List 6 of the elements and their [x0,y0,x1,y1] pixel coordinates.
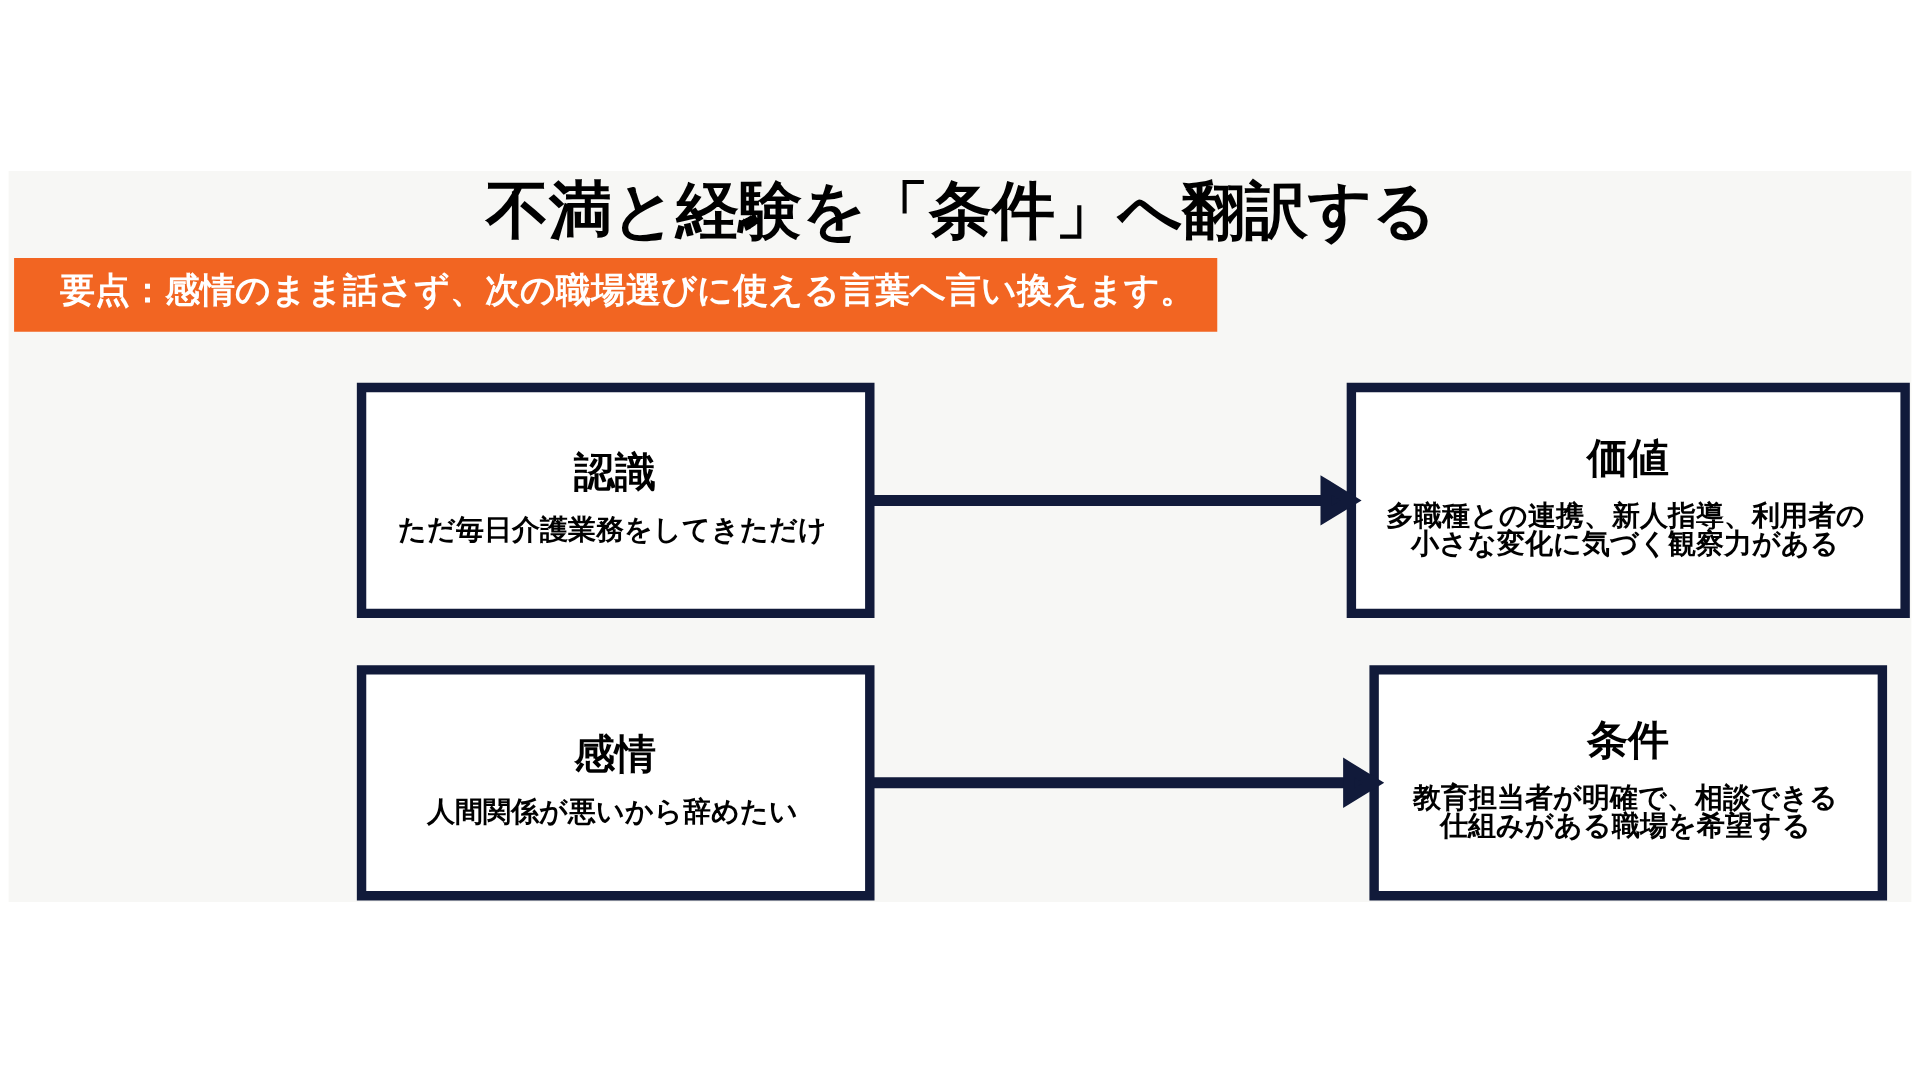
node-box: 価値 多職種との連携、新人指導、利用者の小さな変化に気づく観察力がある [1346,382,1910,618]
diagram-title: 不満と経験を「条件」へ翻訳する [486,173,1437,247]
node-box: 要点：感情のまま話さず、次の職場選びに使える言葉へ言い換えます。 [14,257,1218,332]
node-box: 感情 人間関係が悪いから辞めたい [356,664,875,900]
node-box: 認識 ただ毎日介護業務をしてきただけ [356,382,875,618]
node-box: 条件 教育担当者が明確で、相談できる仕組みがある職場を希望する [1369,664,1888,900]
